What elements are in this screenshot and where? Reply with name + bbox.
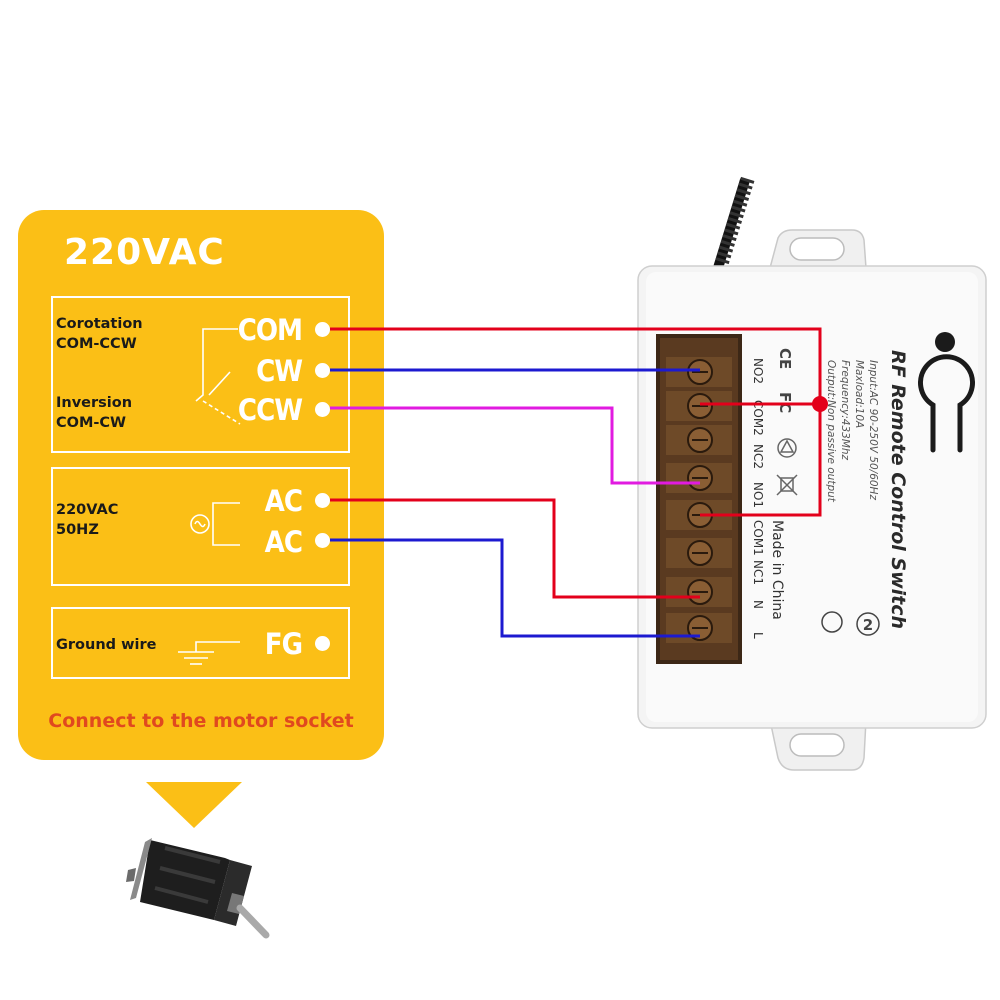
- device-mark-ce: CE: [776, 348, 794, 369]
- learn-button-icon: [918, 354, 975, 453]
- down-arrow-pointer: [146, 782, 242, 828]
- label-ground-wire: Ground wire: [56, 637, 157, 653]
- terminal-fg-dot: [315, 636, 330, 651]
- device-terminal-label: NO1: [751, 482, 765, 508]
- device-spec-output: Output:Non passive output: [825, 360, 837, 503]
- led-indicator: [935, 332, 955, 352]
- device-spec-frequency: Frequency:433Mhz: [839, 360, 851, 461]
- direction-group-box: [51, 296, 350, 453]
- label-inversion: Inversion: [56, 395, 133, 411]
- switch-symbol-icon: [195, 328, 241, 425]
- certification-badge-icon: [821, 611, 880, 636]
- antenna-icon: [713, 175, 755, 270]
- wire-com: [330, 327, 822, 517]
- label-50hz: 50HZ: [56, 522, 99, 538]
- device-made-in: Made in China: [769, 520, 785, 620]
- terminal-block: [656, 334, 742, 664]
- device-terminal-label: L: [751, 632, 765, 639]
- ground-group-box: [51, 607, 350, 679]
- device-terminal-label: NO2: [751, 358, 765, 384]
- device-terminal-label: COM1: [751, 520, 765, 556]
- terminal-fg-label: FG: [264, 627, 303, 661]
- ground-icon: [178, 641, 240, 665]
- terminal-ccw-dot: [315, 402, 330, 417]
- power-group-box: [51, 467, 350, 586]
- device-title: RF Remote Control Switch: [887, 350, 909, 629]
- label-com-ccw: COM-CCW: [56, 336, 137, 352]
- label-com-cw: COM-CW: [56, 415, 127, 431]
- device-terminal-label: NC1: [751, 560, 765, 585]
- terminal-ac2-label: AC: [264, 525, 303, 559]
- channel-count-badge: 2: [863, 616, 873, 634]
- wire-ac-l: [330, 498, 700, 599]
- wire-ac-n: [330, 538, 700, 638]
- terminal-ccw-label: CCW: [237, 393, 303, 427]
- ac-source-icon: [190, 502, 240, 546]
- panel-title: 220VAC: [64, 232, 225, 273]
- device-terminal-label: N: [751, 600, 765, 609]
- terminal-ac1-label: AC: [264, 484, 303, 518]
- device-terminal-label: NC2: [751, 444, 765, 469]
- wire-junction-dot: [812, 396, 828, 412]
- recycle-icon: [777, 438, 797, 458]
- wire-ccw: [330, 406, 700, 485]
- device-terminal-label: COM2: [751, 400, 765, 436]
- device-spec-load: Maxload:10A: [853, 360, 865, 428]
- terminal-cw-label: CW: [256, 354, 303, 388]
- terminal-com-label: COM: [237, 313, 303, 347]
- stepper-motor: [126, 838, 270, 939]
- terminal-cw-dot: [315, 363, 330, 378]
- wiring-panel: [18, 210, 384, 760]
- device-spec-input: Input:AC 90-250V 50/60Hz: [867, 360, 879, 500]
- terminal-com-dot: [315, 322, 330, 337]
- footer-note: Connect to the motor socket: [48, 710, 354, 732]
- label-220vac: 220VAC: [56, 502, 119, 518]
- terminal-ac2-dot: [315, 533, 330, 548]
- label-corotation: Corotation: [56, 316, 143, 332]
- terminal-ac1-dot: [315, 493, 330, 508]
- weee-bin-icon: [776, 474, 798, 496]
